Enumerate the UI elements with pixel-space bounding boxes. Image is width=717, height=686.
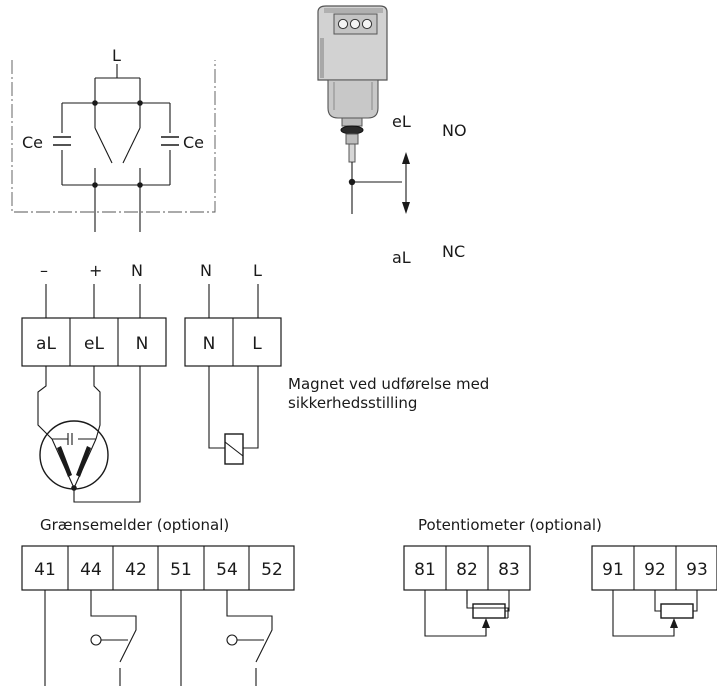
terminal-83: 83 xyxy=(498,560,520,580)
terminal-52: 52 xyxy=(261,560,283,580)
magnet-caption-line2: sikkerhedsstilling xyxy=(288,394,417,412)
extended-label: eL xyxy=(392,112,411,131)
cam-roller-icon xyxy=(90,634,102,646)
arrow-up-icon xyxy=(402,152,410,164)
arrow-down-icon xyxy=(402,202,410,214)
capacitor-right-label: Ce xyxy=(183,133,204,152)
terminal-91: 91 xyxy=(602,560,624,580)
supply-wire xyxy=(94,64,141,103)
terminal-el: eL xyxy=(84,334,104,354)
wiper-arrow-icon xyxy=(482,618,490,628)
terminal-92: 92 xyxy=(644,560,666,580)
limit-switch-block: Grænsemelder (optional) 41 44 42 51 54 5… xyxy=(21,516,295,686)
indicator-light-icon xyxy=(349,18,361,30)
supply-label: L xyxy=(112,46,121,65)
motor-terminal-block: – + N aL eL N xyxy=(21,261,167,503)
cam-roller-icon xyxy=(226,634,238,646)
wire-label-minus: – xyxy=(40,261,48,280)
pot2-terminal-frame xyxy=(591,545,717,591)
magnet-wire-label-l: L xyxy=(253,261,262,280)
limit-switch-title: Grænsemelder (optional) xyxy=(40,516,229,534)
actuator-device: eL NO aL NC xyxy=(317,5,467,267)
motor-windings xyxy=(51,438,97,490)
stem-travel-line xyxy=(351,162,402,214)
motor-neutral-wire xyxy=(73,366,141,503)
terminal-51: 51 xyxy=(170,560,192,580)
limit-switch-1 xyxy=(90,590,137,686)
motor-terminal-frame xyxy=(21,317,167,367)
terminal-42: 42 xyxy=(125,560,147,580)
capacitor-left-symbol xyxy=(53,136,71,146)
terminal-44: 44 xyxy=(80,560,102,580)
capacitor-right-symbol xyxy=(161,136,179,146)
terminal-41: 41 xyxy=(34,560,56,580)
capacitor-circuit: L Ce Ce xyxy=(11,46,216,232)
outer-loop xyxy=(61,102,171,186)
terminal-n: N xyxy=(136,334,149,354)
potentiometer-2-icon xyxy=(660,603,694,619)
motor-control-wires xyxy=(37,366,101,412)
indicator-light-icon xyxy=(337,18,349,30)
motor-capacitor xyxy=(52,433,96,445)
magnet-terminal-l: L xyxy=(252,334,262,354)
terminal-al: aL xyxy=(36,334,56,354)
capacitor-left-label: Ce xyxy=(22,133,43,152)
magnet-terminal-n: N xyxy=(203,334,216,354)
magnet-wire-label-n: N xyxy=(200,261,212,280)
terminal-82: 82 xyxy=(456,560,478,580)
switch-right xyxy=(122,103,141,185)
terminal-54: 54 xyxy=(216,560,238,580)
pot2-wires xyxy=(612,590,675,637)
limit-switch-2 xyxy=(226,590,273,686)
pot1-terminal-frame xyxy=(403,545,531,591)
actuator-stem xyxy=(348,143,356,163)
output-leads xyxy=(94,185,141,232)
retracted-label: aL xyxy=(392,248,411,267)
enclosure-outline xyxy=(11,60,216,213)
magnet-terminal-block: N L N L Magnet ved udførelse med sikkerh… xyxy=(184,261,489,465)
wire-label-neutral: N xyxy=(131,261,143,280)
motor-feed-wires xyxy=(45,284,141,318)
magnet-caption-line1: Magnet ved udførelse med xyxy=(288,375,489,393)
potentiometer-block: Potentiometer (optional) 81 82 83 91 92 … xyxy=(403,516,717,637)
magnet-coil-icon xyxy=(224,433,244,465)
potentiometer-1-icon xyxy=(472,603,506,619)
wiper-arrow-icon xyxy=(670,618,678,628)
nc-label: NC xyxy=(442,242,465,261)
switch-left xyxy=(94,103,113,185)
potentiometer-title: Potentiometer (optional) xyxy=(418,516,602,534)
terminal-81: 81 xyxy=(414,560,436,580)
wire-label-plus: + xyxy=(89,261,102,280)
no-label: NO xyxy=(442,121,467,140)
terminal-93: 93 xyxy=(686,560,708,580)
magnet-wires xyxy=(208,366,259,449)
indicator-light-icon xyxy=(361,18,373,30)
